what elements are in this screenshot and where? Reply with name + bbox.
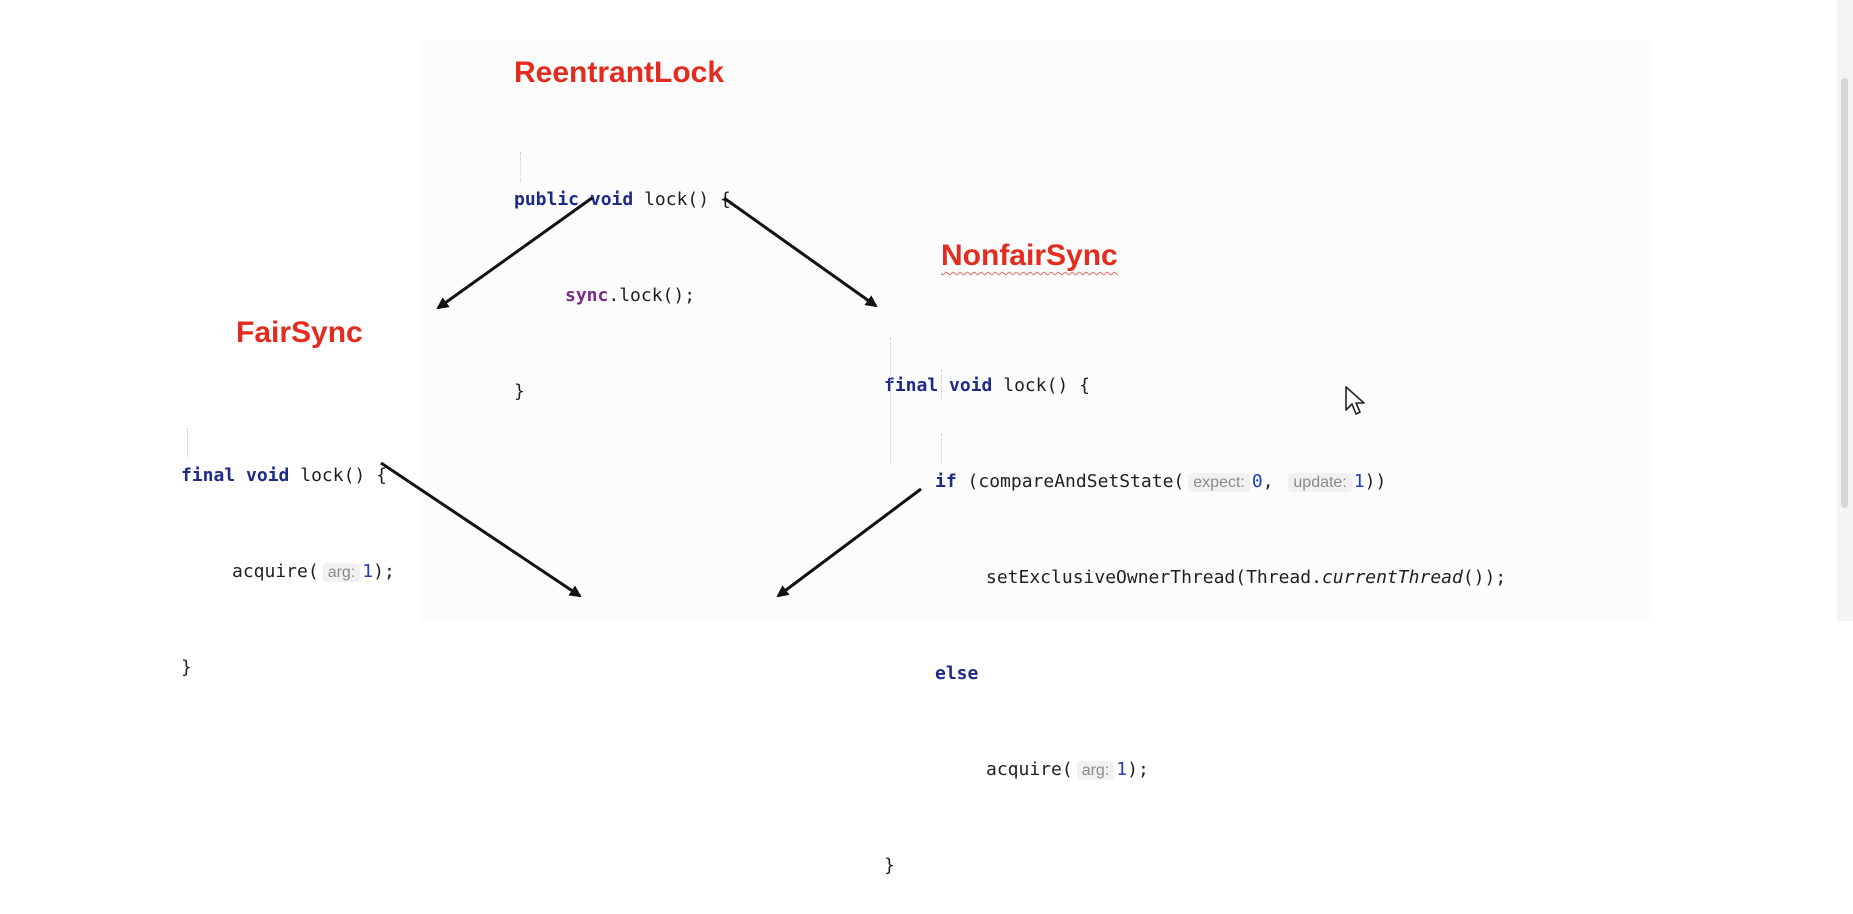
code-text: ());	[1462, 567, 1507, 588]
code-text: ))	[1364, 471, 1387, 492]
code-line: }	[514, 376, 731, 408]
keyword: public	[514, 189, 580, 210]
indent-guide	[187, 428, 188, 458]
code-line: else	[884, 658, 1506, 690]
keyword: final	[884, 375, 939, 396]
keyword: if	[935, 471, 957, 492]
code-line: sync.lock();	[514, 280, 731, 312]
param-hint: arg:	[322, 563, 361, 582]
method-name: currentThread	[1321, 567, 1463, 588]
indent-guide	[890, 338, 891, 464]
reentrantlock-title: ReentrantLock	[514, 56, 725, 89]
code-text: setExclusiveOwnerThread(Thread.	[986, 567, 1322, 588]
indent-guide	[941, 370, 942, 400]
code-line: final void lock() {	[181, 460, 395, 492]
code-text: }	[514, 381, 525, 402]
code-text: lock() {	[992, 375, 1090, 396]
number-literal: 1	[1116, 759, 1128, 780]
arrow-icon	[723, 196, 878, 308]
keyword: final	[181, 465, 236, 486]
code-line: public void lock() {	[514, 184, 731, 216]
code-line: acquire(arg:1);	[181, 556, 395, 588]
keyword: void	[246, 465, 290, 486]
arrow-icon	[776, 487, 922, 598]
code-text: acquire(	[232, 561, 319, 582]
content-panel	[420, 40, 1650, 621]
number-literal: 1	[362, 561, 374, 582]
scrollbar-thumb[interactable]	[1841, 78, 1848, 508]
mouse-pointer-icon	[1345, 386, 1365, 415]
nonfairsync-title: NonfairSync	[941, 239, 1118, 272]
arrows-layer	[380, 196, 922, 598]
code-text: );	[1127, 759, 1149, 780]
fairsync-title: FairSync	[236, 316, 363, 349]
indent-guide	[520, 152, 521, 182]
reentrantlock-code-block: public void lock() { sync.lock(); }	[514, 120, 731, 440]
code-line: acquire(arg:1);	[884, 754, 1506, 786]
arrow-icon	[380, 461, 582, 598]
keyword: void	[949, 375, 993, 396]
indent-guide	[941, 434, 942, 464]
param-hint: arg:	[1076, 761, 1115, 780]
code-text: );	[373, 561, 395, 582]
param-hint: update:	[1288, 473, 1352, 492]
code-text: .lock();	[608, 285, 696, 306]
code-text: acquire(	[986, 759, 1073, 780]
code-line: if (compareAndSetState(expect:0, update:…	[884, 466, 1506, 498]
code-text: ,	[1262, 471, 1274, 492]
number-literal: 0	[1251, 471, 1263, 492]
keyword: else	[935, 663, 979, 684]
fairsync-code-block: final void lock() { acquire(arg:1); }	[181, 396, 395, 716]
param-hint: expect:	[1188, 473, 1250, 492]
code-text: lock() {	[289, 465, 387, 486]
arrow-icon	[436, 196, 593, 310]
keyword: void	[589, 189, 634, 210]
number-literal: 1	[1353, 471, 1365, 492]
code-text: }	[884, 855, 895, 876]
code-text: (compareAndSetState(	[956, 471, 1185, 492]
code-text: }	[181, 657, 192, 678]
code-line: }	[181, 652, 395, 684]
code-line: setExclusiveOwnerThread(Thread.currentTh…	[884, 562, 1506, 594]
field-name: sync	[565, 285, 609, 306]
code-line: }	[884, 850, 1506, 882]
code-line: final void lock() {	[884, 370, 1506, 402]
